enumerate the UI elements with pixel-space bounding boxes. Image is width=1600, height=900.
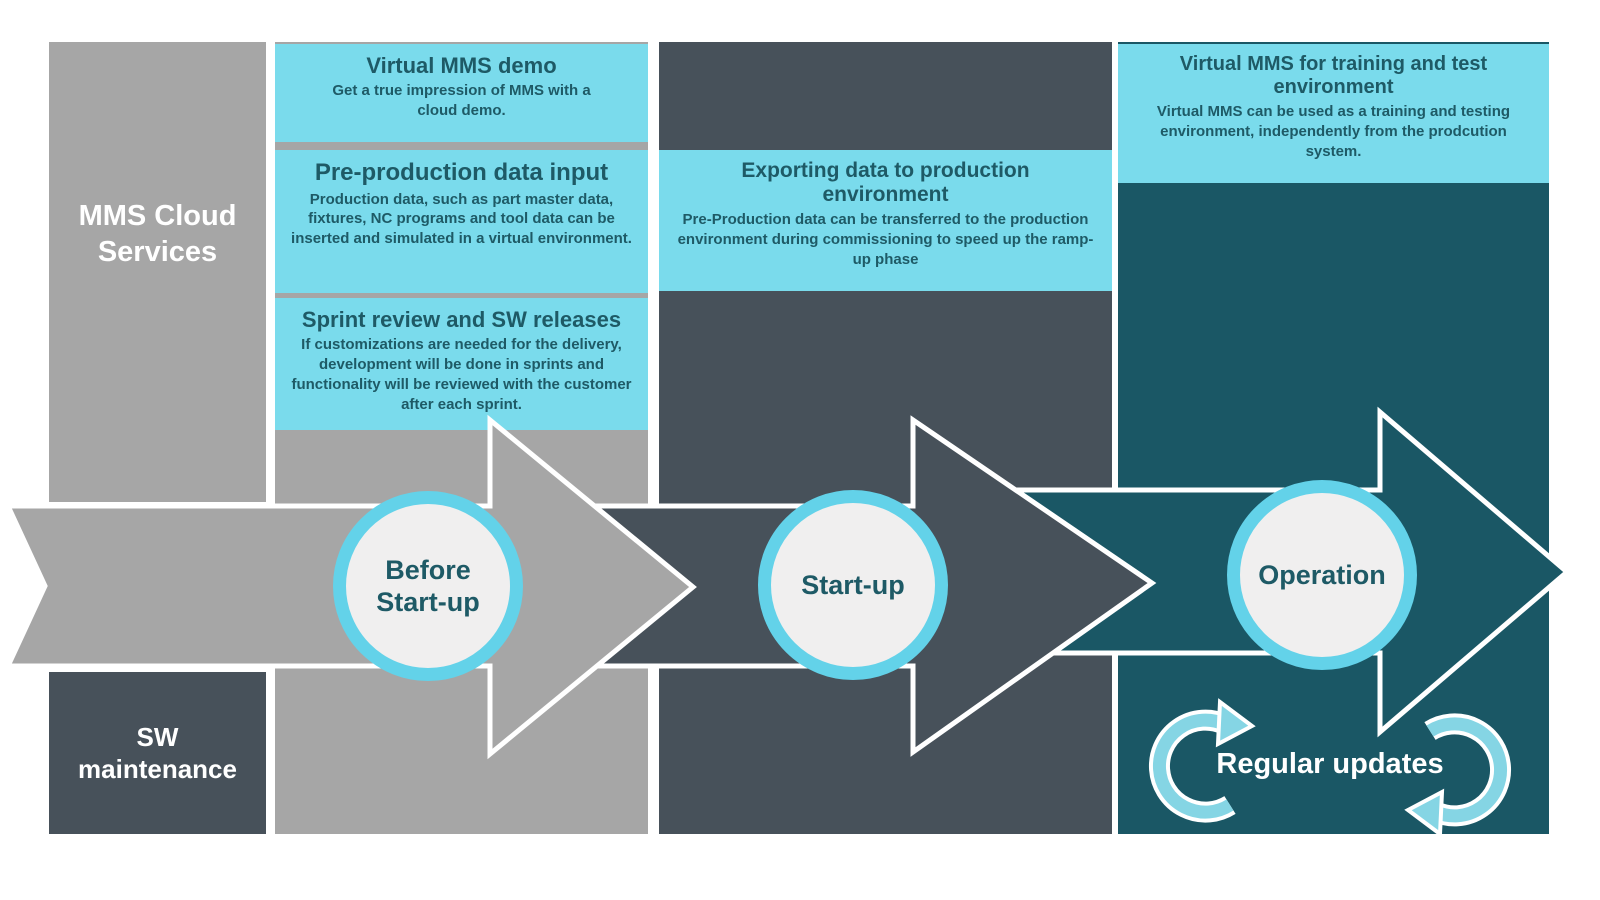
regular-updates-label: Regular updates (1216, 748, 1444, 780)
phase-circle-operation: Operation (1227, 480, 1417, 670)
sprint-review-box: Sprint review and SW releases If customi… (275, 298, 648, 430)
cloud-services-column: MMS Cloud Services (49, 42, 266, 502)
exporting-data-box: Exporting data to production environment… (659, 150, 1112, 291)
phase-circle-startup: Start-up (758, 490, 948, 680)
phase-circle-before-startup: Before Start-up (333, 491, 523, 681)
virtual-mms-demo-body: Get a true impression of MMS with a clou… (332, 82, 591, 120)
cloud-services-label-wrap: MMS Cloud Services (49, 42, 266, 502)
phase-label-before-startup: Before Start-up (376, 554, 480, 617)
sprint-review-body: If customizations are needed for the del… (291, 336, 632, 413)
sprint-review-title: Sprint review and SW releases (301, 307, 622, 332)
phase-label-startup: Start-up (801, 569, 905, 600)
virtual-mms-demo-title: Virtual MMS demo (366, 53, 557, 78)
pre-production-data-title: Pre-production data input (314, 159, 609, 186)
sw-maintenance-label: SW maintenance (78, 721, 237, 785)
virtual-mms-training-title: Virtual MMS for training and test enviro… (1179, 53, 1488, 98)
pre-production-data-body: Production data, such as part master dat… (291, 190, 632, 248)
sw-maintenance-box: SW maintenance (49, 672, 266, 834)
exporting-data-body: Pre-Production data can be transferred t… (677, 211, 1094, 268)
virtual-mms-training-box: Virtual MMS for training and test enviro… (1118, 44, 1549, 183)
virtual-mms-demo-box: Virtual MMS demo Get a true impression o… (275, 44, 648, 142)
virtual-mms-training-body: Virtual MMS can be used as a training an… (1156, 103, 1511, 160)
pre-production-data-box: Pre-production data input Production dat… (275, 150, 648, 293)
phase-label-operation: Operation (1258, 559, 1386, 590)
exporting-data-title: Exporting data to production environment (741, 159, 1030, 207)
cloud-services-label: MMS Cloud Services (78, 199, 237, 268)
